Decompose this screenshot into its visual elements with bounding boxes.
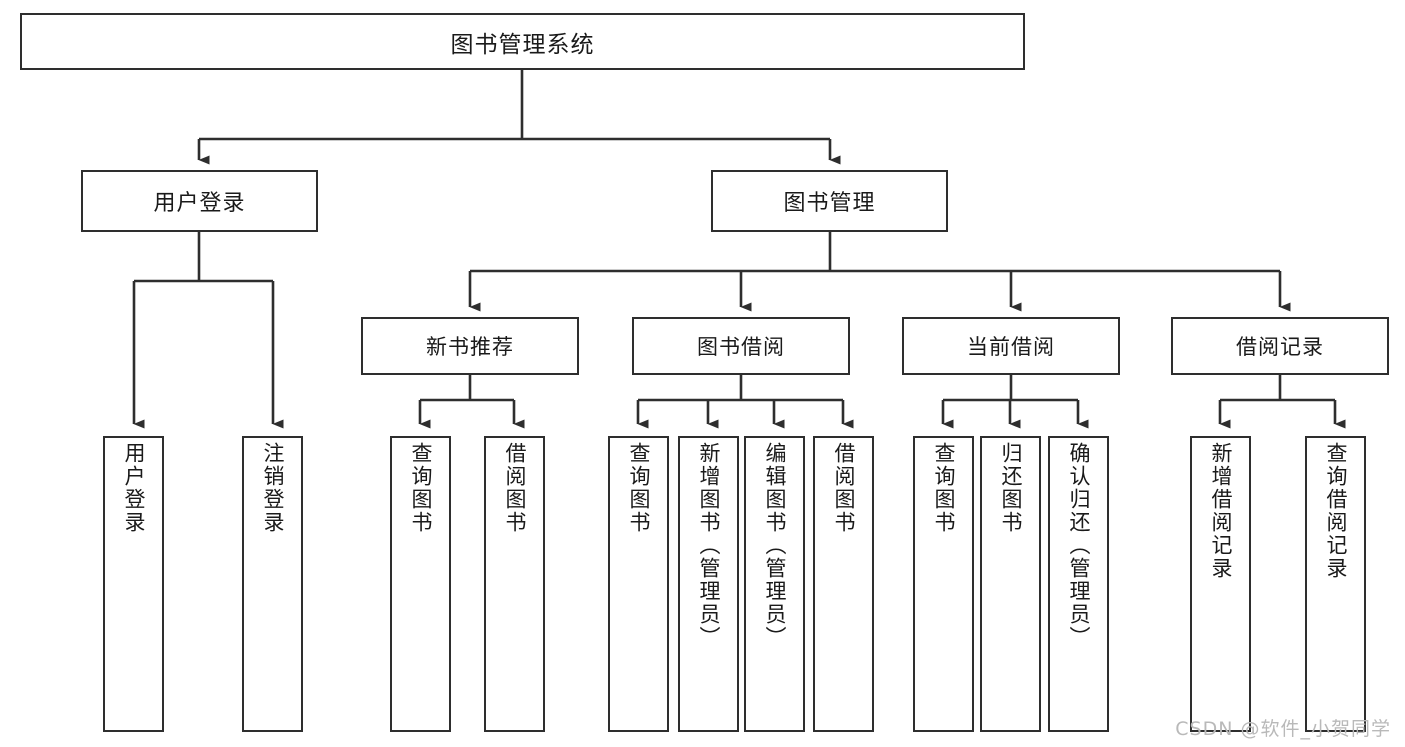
node-leaf-query-book-new[interactable]: 查询图书 <box>390 436 451 732</box>
node-book-management[interactable]: 图书管理 <box>711 170 948 232</box>
node-leaf-confirm-return-label: 确认归还（管理员） <box>1067 442 1091 649</box>
node-book-borrow-label: 图书借阅 <box>697 335 785 359</box>
node-leaf-borrow-book-label: 借阅图书 <box>832 442 856 534</box>
node-leaf-borrow-book[interactable]: 借阅图书 <box>813 436 874 732</box>
node-leaf-return-book[interactable]: 归还图书 <box>980 436 1041 732</box>
node-leaf-query-record-label: 查询借阅记录 <box>1324 442 1348 580</box>
node-book-management-label: 图书管理 <box>783 191 876 216</box>
node-leaf-query-record[interactable]: 查询借阅记录 <box>1305 436 1366 732</box>
node-current-borrow[interactable]: 当前借阅 <box>902 317 1120 375</box>
node-leaf-query-book-current-label: 查询图书 <box>932 442 956 534</box>
node-user-login-label: 用户登录 <box>153 191 246 216</box>
node-leaf-add-record[interactable]: 新增借阅记录 <box>1190 436 1251 732</box>
node-book-borrow[interactable]: 图书借阅 <box>632 317 850 375</box>
node-leaf-logout-label: 注销登录 <box>261 442 285 534</box>
node-borrow-record[interactable]: 借阅记录 <box>1171 317 1389 375</box>
node-leaf-edit-book[interactable]: 编辑图书（管理员） <box>744 436 805 732</box>
node-leaf-query-book-borrow-label: 查询图书 <box>627 442 651 534</box>
node-leaf-edit-book-label: 编辑图书（管理员） <box>763 442 787 649</box>
node-borrow-record-label: 借阅记录 <box>1236 335 1324 359</box>
node-leaf-confirm-return[interactable]: 确认归还（管理员） <box>1048 436 1109 732</box>
node-leaf-return-book-label: 归还图书 <box>999 442 1023 534</box>
node-leaf-query-book-current[interactable]: 查询图书 <box>913 436 974 732</box>
node-leaf-add-book[interactable]: 新增图书（管理员） <box>678 436 739 732</box>
node-current-borrow-label: 当前借阅 <box>967 335 1055 359</box>
node-leaf-borrow-book-new[interactable]: 借阅图书 <box>484 436 545 732</box>
node-leaf-borrow-book-new-label: 借阅图书 <box>503 442 527 534</box>
node-leaf-add-book-label: 新增图书（管理员） <box>697 442 721 649</box>
node-new-book-recommend[interactable]: 新书推荐 <box>361 317 579 375</box>
node-leaf-user-login[interactable]: 用户登录 <box>103 436 164 732</box>
node-leaf-user-login-label: 用户登录 <box>122 442 146 534</box>
node-leaf-query-book-borrow[interactable]: 查询图书 <box>608 436 669 732</box>
node-root-label: 图书管理系统 <box>450 31 595 58</box>
node-leaf-logout[interactable]: 注销登录 <box>242 436 303 732</box>
node-root[interactable]: 图书管理系统 <box>20 13 1025 70</box>
node-user-login[interactable]: 用户登录 <box>81 170 318 232</box>
node-leaf-add-record-label: 新增借阅记录 <box>1209 442 1233 580</box>
watermark-text: CSDN @软件_小贺同学 <box>1175 718 1391 740</box>
node-leaf-query-book-new-label: 查询图书 <box>409 442 433 534</box>
node-new-book-recommend-label: 新书推荐 <box>426 335 514 359</box>
